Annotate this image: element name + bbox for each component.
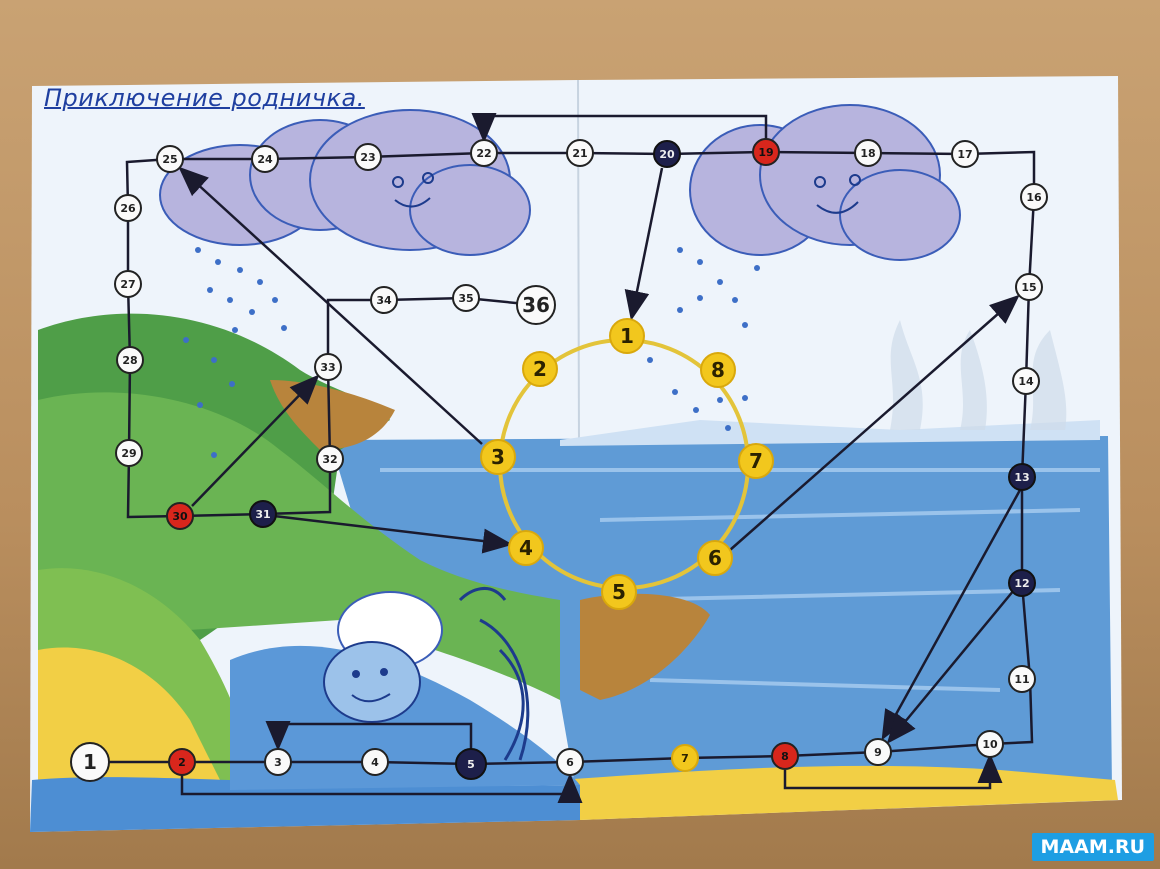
ring-step-3[interactable]: 3 [480, 439, 516, 475]
path-step-28[interactable]: 28 [116, 346, 144, 374]
path-step-27[interactable]: 27 [114, 270, 142, 298]
path-step-36[interactable]: 36 [516, 285, 556, 325]
path-step-22[interactable]: 22 [470, 139, 498, 167]
path-step-12[interactable]: 12 [1008, 569, 1036, 597]
path-step-13[interactable]: 13 [1008, 463, 1036, 491]
ring-step-1[interactable]: 1 [609, 318, 645, 354]
path-step-26[interactable]: 26 [114, 194, 142, 222]
path-step-6[interactable]: 6 [556, 748, 584, 776]
path-step-31[interactable]: 31 [249, 500, 277, 528]
path-step-2[interactable]: 2 [168, 748, 196, 776]
path-step-33[interactable]: 33 [314, 353, 342, 381]
path-step-25[interactable]: 25 [156, 145, 184, 173]
path-step-19[interactable]: 19 [752, 138, 780, 166]
path-step-5[interactable]: 5 [455, 748, 487, 780]
path-step-30[interactable]: 30 [166, 502, 194, 530]
path-step-7[interactable]: 7 [671, 744, 699, 772]
river [30, 645, 580, 832]
watermark-badge: MAAM.RU [1031, 833, 1154, 861]
path-step-9[interactable]: 9 [864, 738, 892, 766]
ring-step-4[interactable]: 4 [508, 530, 544, 566]
ring-step-2[interactable]: 2 [522, 351, 558, 387]
path-step-14[interactable]: 14 [1012, 367, 1040, 395]
path-step-20[interactable]: 20 [653, 140, 681, 168]
cloud-right [689, 104, 961, 261]
spring-character [323, 587, 530, 761]
evaporation-mist [890, 320, 1067, 430]
rain-drops [183, 247, 760, 458]
path-step-29[interactable]: 29 [115, 439, 143, 467]
path-step-17[interactable]: 17 [951, 140, 979, 168]
path-step-18[interactable]: 18 [854, 139, 882, 167]
path-step-24[interactable]: 24 [251, 145, 279, 173]
ring-step-5[interactable]: 5 [601, 574, 637, 610]
ring-step-8[interactable]: 8 [700, 352, 736, 388]
path-step-11[interactable]: 11 [1008, 665, 1036, 693]
path-step-34[interactable]: 34 [370, 286, 398, 314]
cloud-right-face [814, 174, 861, 214]
path-step-10[interactable]: 10 [976, 730, 1004, 758]
path-step-21[interactable]: 21 [566, 139, 594, 167]
path-step-1[interactable]: 1 [70, 742, 110, 782]
path-step-4[interactable]: 4 [361, 748, 389, 776]
path-step-16[interactable]: 16 [1020, 183, 1048, 211]
path-step-3[interactable]: 3 [264, 748, 292, 776]
path-step-32[interactable]: 32 [316, 445, 344, 473]
ring-step-7[interactable]: 7 [738, 443, 774, 479]
path-step-8[interactable]: 8 [771, 742, 799, 770]
jump-arrows [178, 113, 1022, 803]
path-step-35[interactable]: 35 [452, 284, 480, 312]
cloud-left-face [392, 172, 434, 208]
path-step-23[interactable]: 23 [354, 143, 382, 171]
board-title: Приключение родничка. [44, 84, 365, 112]
path-step-15[interactable]: 15 [1015, 273, 1043, 301]
ring-step-6[interactable]: 6 [697, 540, 733, 576]
